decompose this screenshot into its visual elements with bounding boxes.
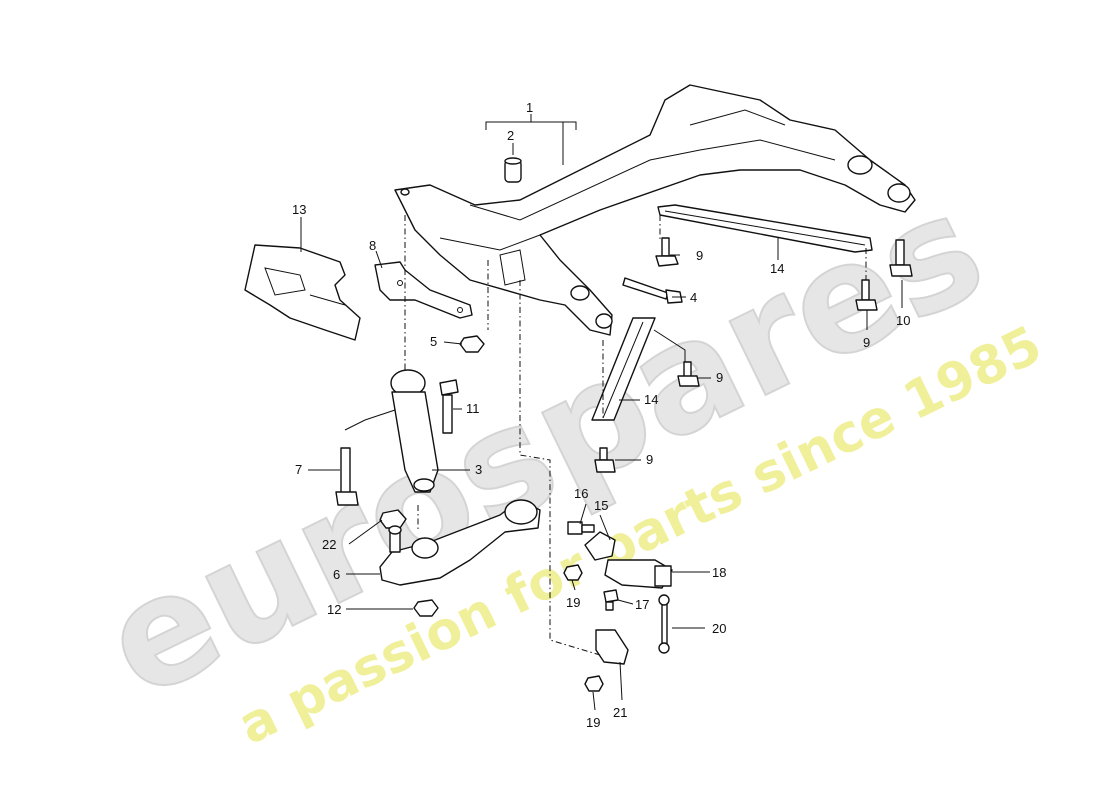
bolt-icon [439, 379, 459, 434]
callout-19-upper: 19 [566, 595, 580, 610]
callout-18: 18 [712, 565, 726, 580]
callout-9-upper: 9 [696, 248, 703, 263]
alignment-lines [404, 215, 867, 656]
callout-14-upper: 14 [770, 261, 784, 276]
callout-9-lower: 9 [646, 452, 653, 467]
nut-icon [459, 335, 485, 353]
callout-15: 15 [594, 498, 608, 513]
callout-21: 21 [613, 705, 627, 720]
callout-5: 5 [430, 334, 437, 349]
level-sensor-icon [584, 531, 673, 665]
bolt-icon [567, 521, 619, 611]
bracket-icon [374, 261, 473, 319]
heat-shield-icon [244, 244, 361, 341]
callout-1: 1 [526, 100, 533, 115]
bolt-icon [335, 447, 359, 506]
callout-4: 4 [690, 290, 697, 305]
leader-lines [300, 114, 903, 711]
callout-14-lower: 14 [644, 392, 658, 407]
strut-brace-icon [591, 317, 656, 421]
control-arm-icon [390, 369, 439, 493]
bolt-icon [594, 237, 913, 473]
bushing-icon [504, 157, 522, 183]
callout-9-right: 9 [863, 335, 870, 350]
callout-17: 17 [635, 597, 649, 612]
callout-3: 3 [475, 462, 482, 477]
callout-22: 22 [322, 537, 336, 552]
callout-13: 13 [292, 202, 306, 217]
callout-20: 20 [712, 621, 726, 636]
nut-icon [563, 564, 604, 692]
callouts: 1 2 13 8 9 14 4 9 10 5 9 11 14 7 3 9 16 … [292, 100, 910, 730]
callout-9-mid: 9 [716, 370, 723, 385]
callout-6: 6 [333, 567, 340, 582]
front-axle-crossmember-icon [394, 84, 916, 336]
callout-19-lower: 19 [586, 715, 600, 730]
control-arm-icon [379, 499, 541, 586]
callout-8: 8 [369, 238, 376, 253]
callout-12: 12 [327, 602, 341, 617]
nut-icon [413, 599, 439, 617]
watermark: eurospares a passion for parts since 198… [79, 159, 1051, 756]
callout-16: 16 [574, 486, 588, 501]
callout-2: 2 [507, 128, 514, 143]
callout-11: 11 [466, 401, 480, 416]
callout-10: 10 [896, 313, 910, 328]
callout-7: 7 [295, 462, 302, 477]
